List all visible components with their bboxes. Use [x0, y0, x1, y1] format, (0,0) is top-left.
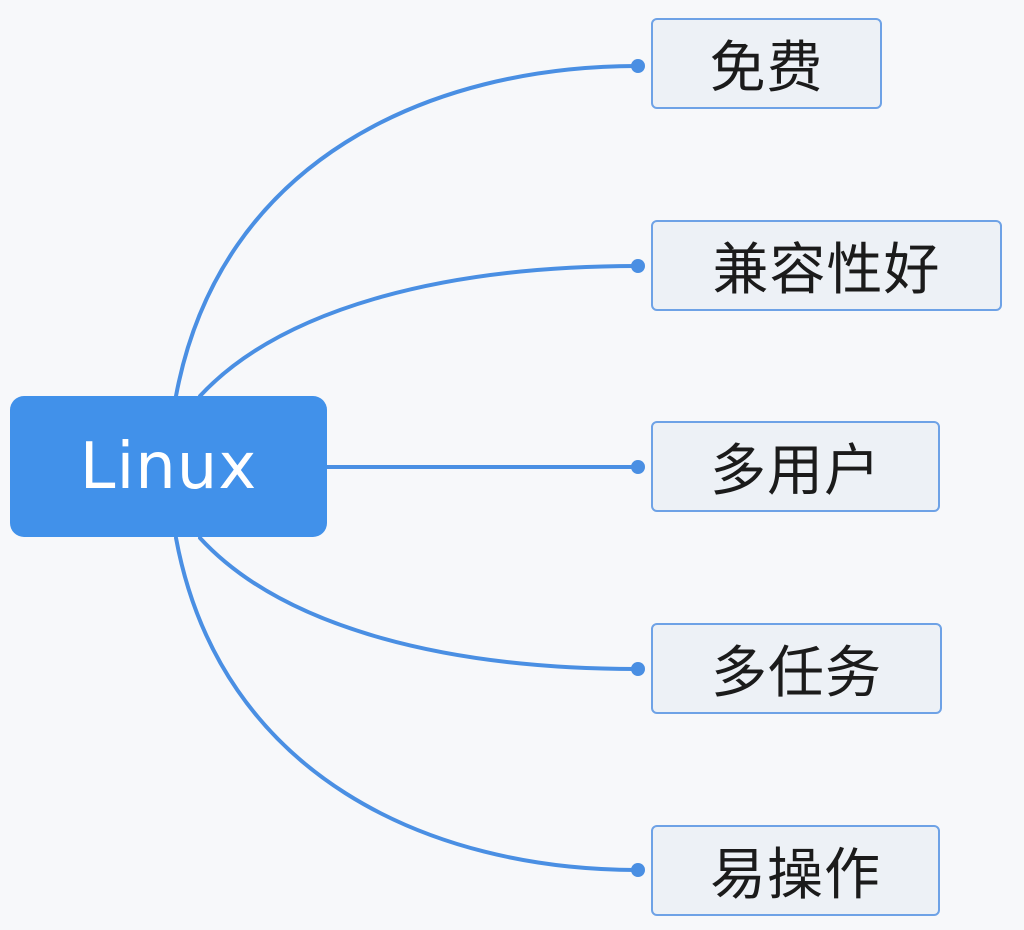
subtopic-label: 多用户 [710, 439, 881, 504]
connector-dot-0 [631, 59, 645, 73]
subtopic-label: 多任务 [711, 641, 882, 706]
connector-dot-2 [631, 460, 645, 474]
root-topic[interactable]: Linux [10, 396, 327, 537]
subtopic-node[interactable]: 免费 [651, 18, 882, 109]
connector-branch-4 [174, 536, 640, 872]
subtopic-node[interactable]: 多任务 [651, 623, 942, 714]
root-topic-label: Linux [79, 429, 258, 504]
subtopic-node[interactable]: 兼容性好 [651, 220, 1002, 311]
connector-dot-3 [631, 662, 645, 676]
subtopic-node[interactable]: 易操作 [651, 825, 940, 916]
connector-dot-1 [631, 259, 645, 273]
subtopic-node[interactable]: 多用户 [651, 421, 940, 512]
connector-dot-4 [631, 863, 645, 877]
connector-branch-1 [198, 264, 640, 398]
connector-branch-0 [174, 64, 640, 398]
subtopic-label: 兼容性好 [712, 238, 941, 303]
subtopic-label: 免费 [709, 36, 824, 101]
connector-branch-3 [198, 536, 640, 671]
subtopic-label: 易操作 [710, 843, 881, 908]
